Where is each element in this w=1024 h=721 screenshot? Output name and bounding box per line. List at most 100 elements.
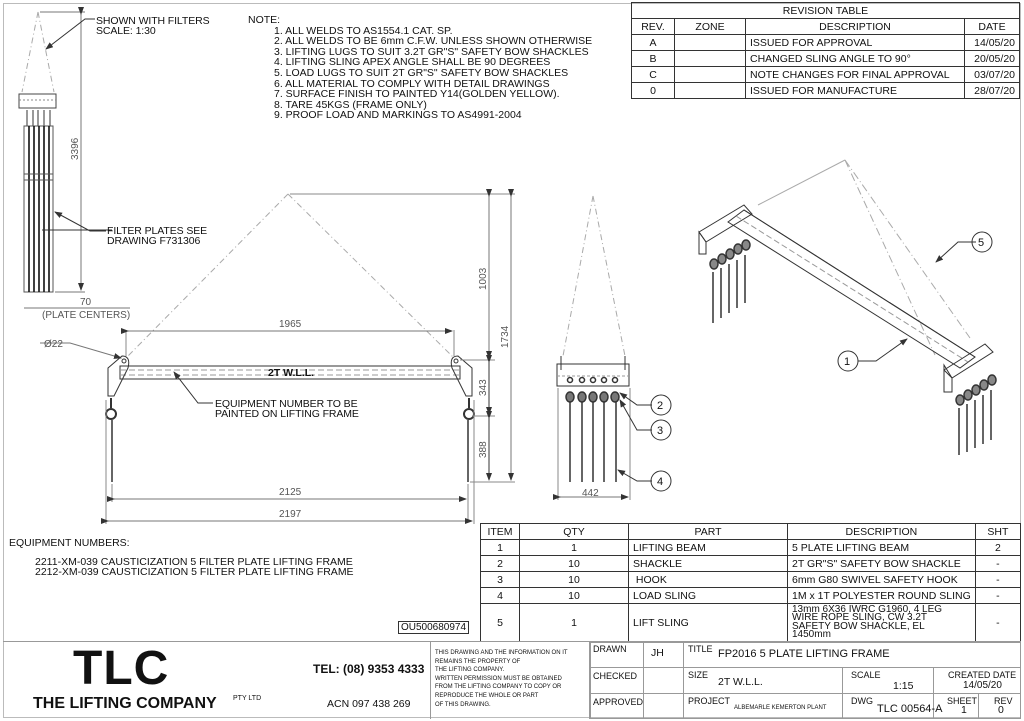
bom-header-qty: QTY [519,523,629,540]
bom-description: 2T GR"S" SAFETY BOW SHACKLE [787,555,976,572]
balloon-1: 1 [844,356,850,368]
checked-label: CHECKED [593,671,638,681]
revision-row: A ISSUED FOR APPROVAL 14/05/20 [631,34,1020,51]
bom-qty: 10 [519,571,629,588]
drawing-border [3,3,1021,718]
bom-item: 2 [480,555,520,572]
title-value: FP2016 5 PLATE LIFTING FRAME [718,648,890,660]
end-view [553,195,672,500]
note-item: 1. ALL WELDS TO AS1554.1 CAT. SP. [274,24,453,37]
dim-lug-centers: 1965 [279,319,302,330]
bom-qty: 1 [519,539,629,556]
scale-label: SCALE [851,670,881,680]
revision-row: B CHANGED SLING ANGLE TO 90° 20/05/20 [631,50,1020,67]
general-notes: NOTE: 1. ALL WELDS TO AS1554.1 CAT. SP. … [248,15,592,121]
note-item: 8. TARE 45KGS (FRAME ONLY) [274,98,427,111]
revision-header-description: DESCRIPTION [745,18,965,35]
project-label: PROJECT [688,696,731,706]
bom-row: 2 10 SHACKLE 2T GR"S" SAFETY BOW SHACKLE… [480,555,1022,572]
bom-part: SHACKLE [628,555,788,572]
company-suffix: PTY LTD [233,695,262,702]
bom-description: 6mm G80 SWIVEL SAFETY HOOK [787,571,976,588]
bom-row: 4 10 LOAD SLING 1M x 1T POLYESTER ROUND … [480,587,1022,604]
dim-end-width: 442 [582,488,599,499]
callout-equipment-number: EQUIPMENT NUMBER TO BE PAINTED ON LIFTIN… [215,398,359,420]
bom-sht: - [974,587,1022,604]
project-value: ALBEMARLE KEMERTON PLANT [734,705,827,711]
bom-header-description: DESCRIPTION [787,523,976,540]
dim-plate-spacing: 70 [80,297,92,308]
note-item: 4. LIFTING SLING APEX ANGLE SHALL BE 90 … [274,56,551,69]
callout-shown-with-filters: SHOWN WITH FILTERS SCALE: 1:30 [96,15,210,37]
dwg-value: TLC 00564-A [877,703,943,715]
bom-header-item: ITEM [480,523,520,540]
dim-lug-hole: Ø22 [44,339,63,350]
isometric-view [698,159,997,455]
sheet-label: SHEET [947,696,978,706]
callout-filter-plates: FILTER PLATES SEE DRAWING F731306 [107,225,208,247]
beam-wll-label: 2T W.L.L. [268,367,314,379]
title-block: TLC THE LIFTING COMPANY PTY LTD TEL: (08… [3,641,1021,719]
approved-label: APPROVED [593,697,644,707]
bom-sht: - [974,555,1022,572]
bom-description: 5 PLATE LIFTING BEAM [787,539,976,556]
bom-row: 1 1 LIFTING BEAM 5 PLATE LIFTING BEAM 2 [480,539,1022,556]
revision-date: 14/05/20 [964,34,1020,51]
dim-total-height: 1734 [500,325,511,348]
revision-table: REVISION TABLE REV. ZONE DESCRIPTION DAT… [631,2,1020,99]
dim-lug-to-hook: 343 [478,379,489,396]
note-item: 9. PROOF LOAD AND MARKINGS TO AS4991-200… [274,109,522,122]
equipment-numbers-heading: EQUIPMENT NUMBERS: [9,537,130,549]
front-view [40,189,515,524]
dim-inner-length: 2125 [279,487,302,498]
dwg-label: DWG [851,696,873,706]
note-item: 7. SURFACE FINISH TO PAINTED Y14(GOLDEN … [274,88,560,101]
revision-row: 0 ISSUED FOR MANUFACTURE 28/07/20 [631,82,1020,99]
bom-item: 5 [480,603,520,642]
bom-sht: - [974,603,1022,642]
copyright-notice: THIS DRAWING AND THE INFORMATION ON IT R… [435,650,568,708]
bom-sht: 2 [974,539,1022,556]
company-name: THE LIFTING COMPANY [33,695,217,712]
revision-description: NOTE CHANGES FOR FINAL APPROVAL [745,66,965,83]
dim-side-height: 3396 [70,137,81,160]
bom-qty: 1 [519,603,629,642]
title-label: TITLE [688,644,713,654]
bill-of-materials: ITEM QTY PART DESCRIPTION SHT 1 1 LIFTIN… [480,523,1022,642]
rev-value: 0 [998,704,1004,716]
side-view [18,7,130,309]
bom-description: 1M x 1T POLYESTER ROUND SLING [787,587,976,604]
revision-description: ISSUED FOR APPROVAL [745,34,965,51]
bom-qty: 10 [519,555,629,572]
created-date-label: CREATED DATE [948,670,1017,680]
note-item: 6. ALL MATERIAL TO COMPLY WITH DETAIL DR… [274,77,550,90]
balloon-2: 2 [657,400,663,412]
bom-sht: - [974,571,1022,588]
note-item: 2. ALL WELDS TO BE 6mm C.F.W. UNLESS SHO… [274,35,593,48]
bom-part: LIFTING BEAM [628,539,788,556]
dim-hook-to-bottom: 388 [478,441,489,458]
revision-description: ISSUED FOR MANUFACTURE [745,82,965,99]
bom-part: LOAD SLING [628,587,788,604]
balloon-3: 3 [657,425,663,437]
dim-apex-height: 1003 [478,267,489,290]
company-logo: TLC [73,642,170,695]
bom-header-sht: SHT [974,523,1022,540]
reference-code: OU500680974 [398,621,470,634]
company-acn: ACN 097 438 269 [327,698,411,710]
company-phone: TEL: (08) 9353 4333 [313,662,425,676]
size-value: 2T W.L.L. [718,676,763,688]
bom-part: HOOK [628,571,788,588]
drawing-views: 3396 70 (PLATE CENTERS) [18,7,997,524]
sheet-value: 1 [961,704,967,716]
dim-overall-length: 2197 [279,509,302,520]
bom-item: 1 [480,539,520,556]
bom-item: 3 [480,571,520,588]
equipment-number-item: 2211-XM-039 CAUSTICIZATION 5 FILTER PLAT… [35,556,353,568]
bom-row: 5 1 LIFT SLING 13mm 6X36 IWRC G1960, 4 L… [480,603,1022,642]
bom-part: LIFT SLING [628,603,788,642]
revision-description: CHANGED SLING ANGLE TO 90° [745,50,965,67]
created-date-value: 14/05/20 [963,680,1002,691]
bom-row: 3 10 HOOK 6mm G80 SWIVEL SAFETY HOOK - [480,571,1022,588]
drawn-label: DRAWN [593,644,627,654]
